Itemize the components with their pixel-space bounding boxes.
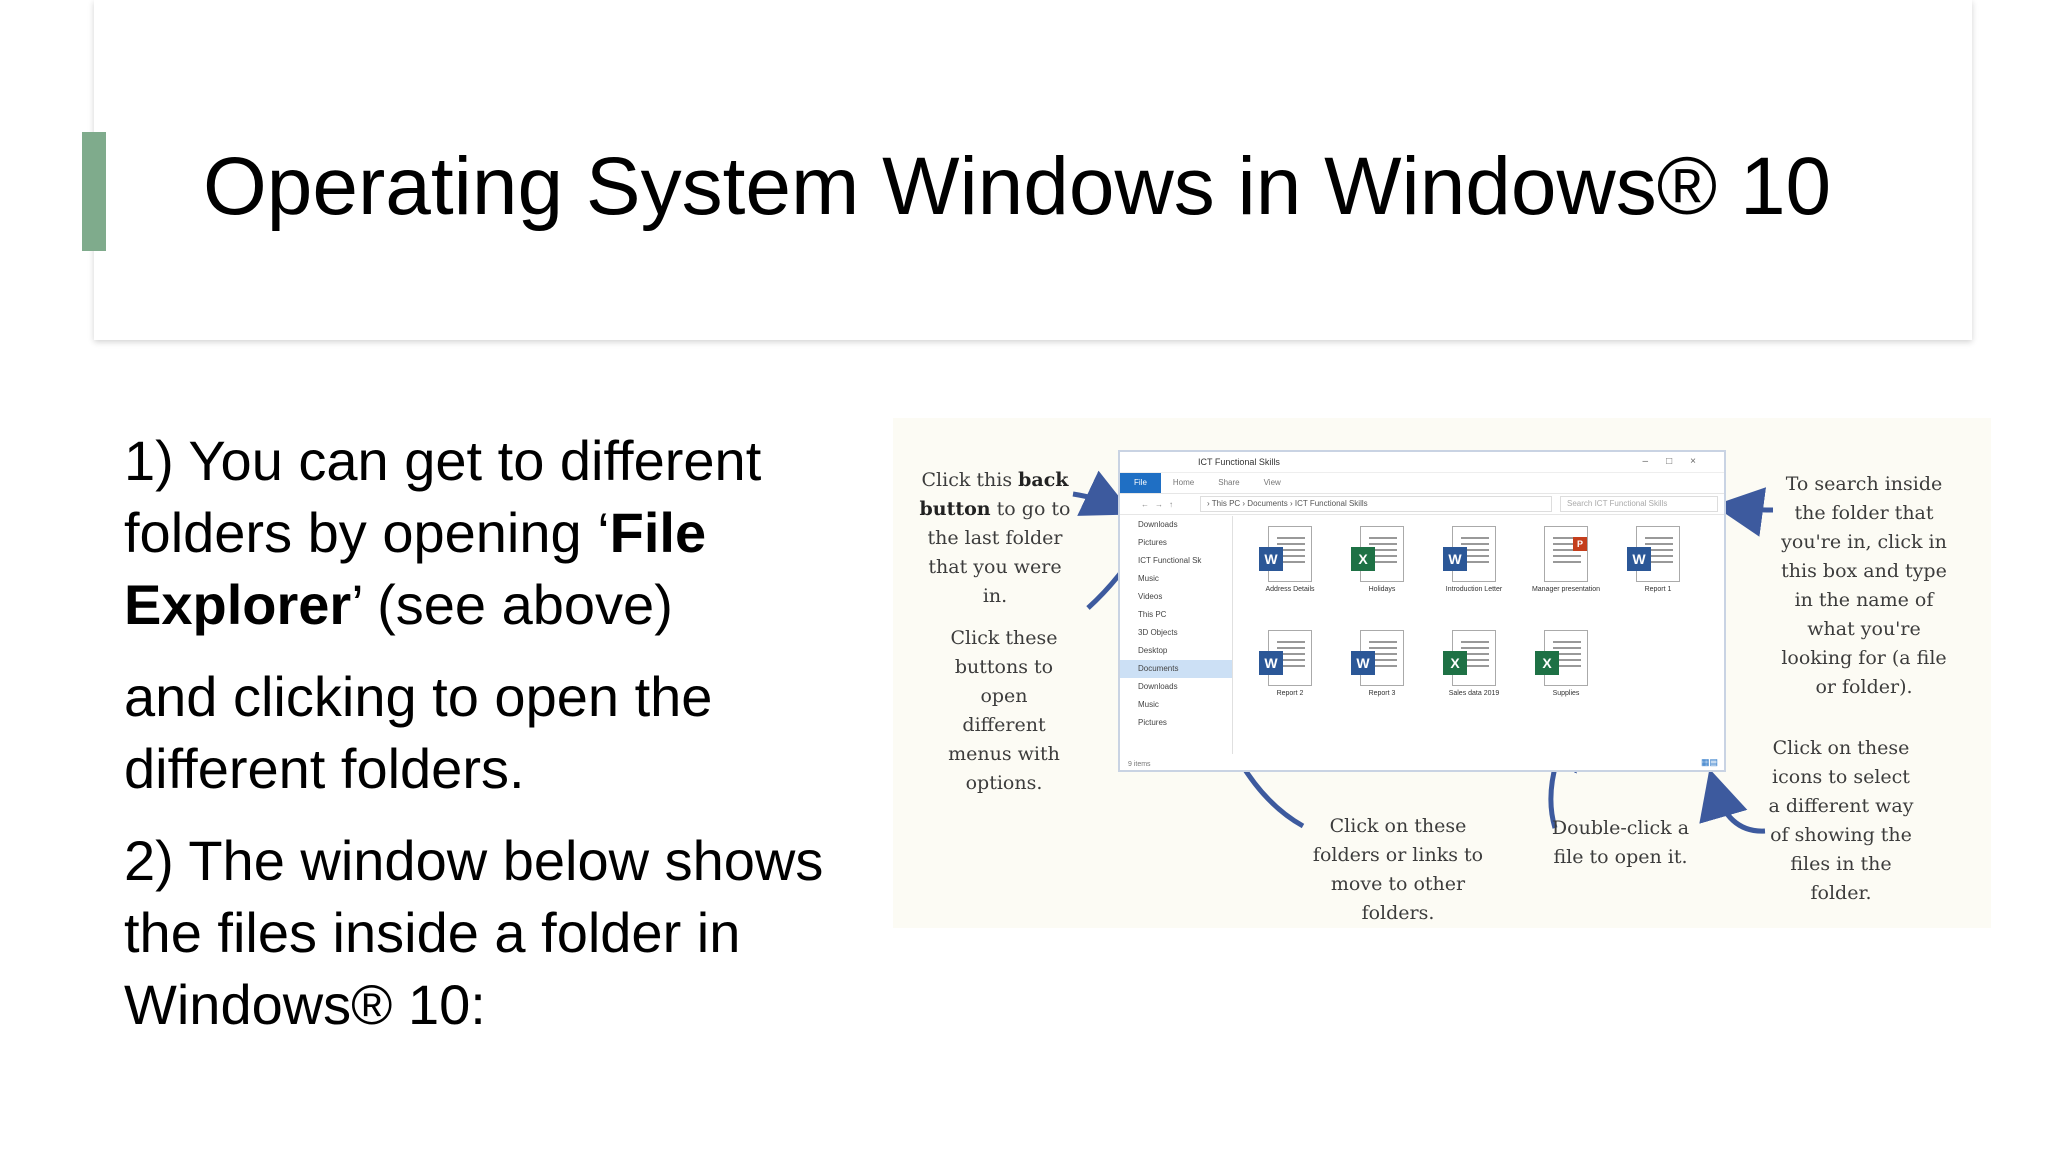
paragraph-1-text: 1) You can get to different folders by o…: [124, 429, 762, 564]
search-box[interactable]: Search ICT Functional Skills: [1560, 496, 1718, 512]
nav-item[interactable]: This PC: [1138, 610, 1167, 619]
body-text: 1) You can get to different folders by o…: [124, 425, 904, 1041]
ribbon-tabs: File Home Share View: [1120, 473, 1724, 494]
status-bar-count: 9 items: [1128, 761, 1151, 768]
word-icon: W: [1259, 547, 1283, 571]
excel-icon: X: [1351, 547, 1375, 571]
view-toggle-icons[interactable]: ▦▤: [1700, 757, 1718, 767]
window-titlebar: ICT Functional Skills –□×: [1120, 452, 1724, 473]
nav-item[interactable]: Downloads: [1138, 520, 1178, 529]
file-explorer-figure: Click this back button to go to the last…: [893, 418, 1991, 928]
nav-item[interactable]: ICT Functional Sk: [1138, 556, 1202, 565]
callout-double-click: Double-click a file to open it.: [1551, 817, 1690, 868]
word-icon: W: [1443, 547, 1467, 571]
nav-item[interactable]: Downloads: [1138, 682, 1178, 691]
address-path[interactable]: › This PC › Documents › ICT Functional S…: [1200, 496, 1552, 512]
nav-item[interactable]: Music: [1138, 700, 1159, 709]
nav-item[interactable]: Pictures: [1138, 538, 1167, 547]
back-arrow: [1072, 470, 1134, 516]
word-icon: W: [1351, 651, 1375, 675]
search-arrow: [1713, 487, 1774, 537]
tab-share[interactable]: Share: [1218, 478, 1240, 487]
callout-search: To search inside the folder that you're …: [1781, 473, 1947, 698]
tab-home[interactable]: Home: [1172, 478, 1195, 487]
file-explorer-window: ICT Functional Skills –□× File Home Shar…: [1118, 450, 1726, 772]
callout-folders: Click on these folders or links to move …: [1312, 815, 1484, 924]
back-forward-icon[interactable]: ←→↑: [1141, 499, 1179, 509]
views-arrow: [1699, 768, 1766, 834]
title-accent-bar: [82, 132, 106, 251]
nav-item[interactable]: Pictures: [1138, 718, 1167, 727]
tab-file[interactable]: File: [1120, 473, 1161, 493]
nav-item[interactable]: 3D Objects: [1138, 628, 1178, 637]
paragraph-3: 2) The window below shows the files insi…: [124, 829, 824, 1036]
callout-menu-buttons: Click these buttons to open different me…: [948, 627, 1060, 794]
nav-item[interactable]: Desktop: [1138, 646, 1168, 655]
nav-item[interactable]: Videos: [1138, 592, 1163, 601]
window-title: ICT Functional Skills: [1198, 457, 1280, 467]
word-icon: W: [1259, 651, 1283, 675]
callout-back-button: Click this back button to go to the last…: [919, 469, 1071, 607]
file-explorer-emphasis: File Explorer: [124, 501, 707, 636]
paragraph-1-suffix: ’ (see above): [351, 573, 673, 636]
nav-item[interactable]: Music: [1138, 574, 1159, 583]
window-controls[interactable]: –□×: [1642, 456, 1714, 467]
excel-icon: X: [1443, 651, 1467, 675]
paragraph-2: and clicking to open the different folde…: [124, 665, 713, 800]
address-bar-row: ←→↑ › This PC › Documents › ICT Function…: [1120, 494, 1724, 515]
nav-item-selected[interactable]: Documents: [1120, 660, 1232, 678]
callout-views: Click on these icons to select a differe…: [1768, 737, 1914, 904]
powerpoint-icon: P: [1573, 537, 1587, 551]
tab-view[interactable]: View: [1263, 478, 1281, 487]
paragraph-1: 1) You can get to different folders by o…: [124, 425, 904, 641]
navigation-pane: Downloads Pictures ICT Functional Sk Mus…: [1120, 516, 1233, 754]
word-icon: W: [1627, 547, 1651, 571]
title-card: [94, 0, 1972, 340]
excel-icon: X: [1535, 651, 1559, 675]
slide-title: Operating System Windows in Windows® 10: [203, 141, 1832, 232]
